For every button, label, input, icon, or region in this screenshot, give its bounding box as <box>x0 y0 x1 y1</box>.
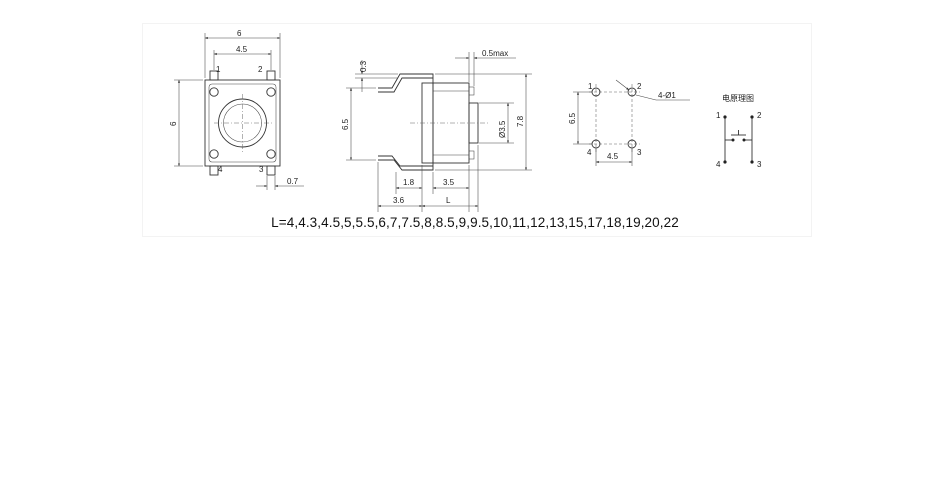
dim-body: 3.5 <box>443 178 455 187</box>
schematic-pin-2: 2 <box>757 111 762 120</box>
length-options-caption: L=4,4.3,4.5,5,5.5,6,7,7.5,8,8.5,9,9.5,10… <box>271 215 679 230</box>
dim-pitch: 4.5 <box>236 45 248 54</box>
dim-body-height: 6.5 <box>341 118 350 130</box>
dim-base: 1.8 <box>403 178 415 187</box>
corner-hole <box>209 87 219 97</box>
switch-body-outline <box>204 79 281 167</box>
pin-label-3: 3 <box>259 165 264 174</box>
schematic-pin-1: 1 <box>716 111 721 120</box>
schematic-title: 电原理图 <box>722 93 754 103</box>
drawing-sheet <box>143 24 811 236</box>
pin-lead <box>209 70 219 81</box>
lead-top <box>378 73 434 89</box>
lead-bottom <box>378 159 434 171</box>
hole-spec: 4-Ø1 <box>658 91 676 100</box>
dim-lead-thickness: 0.3 <box>359 60 368 72</box>
footprint-dim-vertical: 6.5 <box>568 112 577 124</box>
schematic-pin-4: 4 <box>716 160 721 169</box>
corner-hole <box>266 87 276 97</box>
top-view: 1 2 3 4 6 4.5 6 0.7 <box>169 29 304 190</box>
footprint-dim-horizontal: 4.5 <box>607 152 619 161</box>
dim-lead-span: 3.6 <box>393 196 405 205</box>
pin-label-1: 1 <box>216 65 221 74</box>
switch-body-inner <box>208 83 277 163</box>
schematic-pin-3: 3 <box>757 160 762 169</box>
corner-hole <box>266 149 276 159</box>
pin-lead <box>266 165 276 176</box>
corner-hole <box>209 149 219 159</box>
dim-overhang: 0.5max <box>482 49 508 58</box>
dim-actuator-diameter: Ø3.5 <box>498 120 507 138</box>
dim-total-height: 7.8 <box>516 115 525 127</box>
pin-lead <box>266 70 276 81</box>
footprint-hole <box>627 87 637 97</box>
footprint-pin-4: 4 <box>587 148 592 157</box>
footprint-pin-1: 1 <box>588 82 593 91</box>
circuit-schematic: 电原理图 1 2 3 4 <box>716 93 762 169</box>
dim-stem-length: L <box>446 196 451 205</box>
dim-height: 6 <box>169 121 178 126</box>
dim-width: 6 <box>237 29 242 38</box>
footprint-pin-3: 3 <box>637 148 642 157</box>
pcb-footprint: 1 2 3 4 4-Ø1 6.5 4.5 <box>568 79 690 166</box>
pin-lead <box>209 165 219 176</box>
footprint-pin-2: 2 <box>637 82 642 91</box>
pin-label-2: 2 <box>258 65 263 74</box>
side-view: 0.3 6.5 0.5max Ø3.5 7.8 1.8 3.5 <box>341 49 532 212</box>
dim-pin-width: 0.7 <box>287 177 299 186</box>
pin-label-4: 4 <box>218 165 223 174</box>
